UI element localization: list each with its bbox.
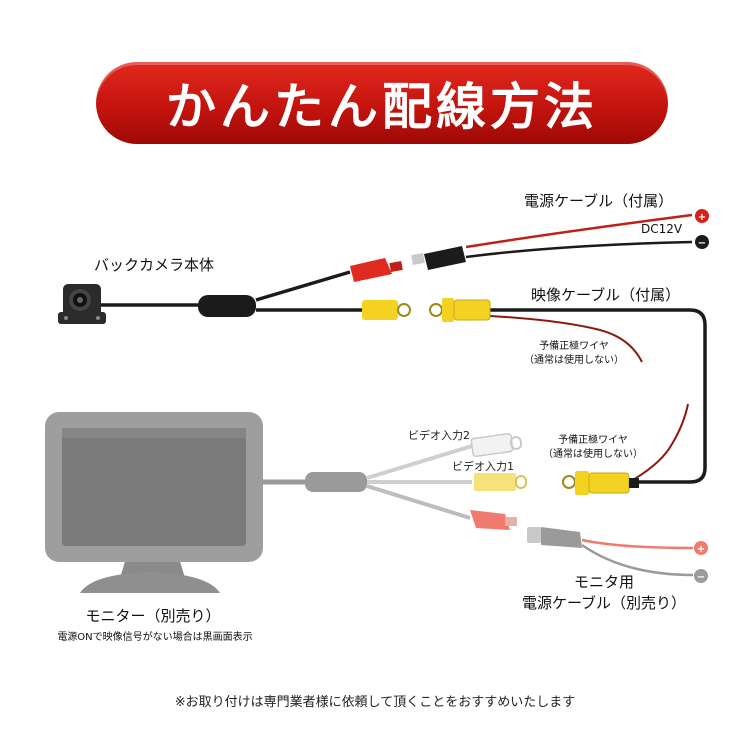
camera-label: バックカメラ本体 — [94, 256, 215, 274]
monitor-note: 電源ONで映像信号がない場合は黒画面表示 — [57, 632, 253, 643]
spare-wire-1-note: （通常は使用しない） — [524, 355, 624, 366]
page-title: かんたん配線方法 — [166, 78, 598, 136]
plus-terminal — [695, 209, 709, 223]
title-banner: かんたん配線方法 — [96, 62, 668, 144]
monitor — [45, 412, 263, 593]
camera-body — [58, 284, 106, 324]
camera-power-plug — [350, 258, 403, 282]
monitor-power-label-line1: モニタ用 — [573, 573, 634, 591]
power-cable-label: 電源ケーブル（付属） — [524, 192, 674, 210]
camera-video-plug — [362, 300, 411, 320]
video-in-1-label: ビデオ入力1 — [452, 460, 514, 473]
monitor-plus-terminal — [694, 541, 708, 555]
monitor-power-cable: + − — [527, 527, 708, 583]
monitor-plus-symbol: + — [697, 544, 705, 555]
plus-symbol: + — [698, 212, 706, 223]
spare-wire-1-label: 予備正極ワイヤ （通常は使用しない） — [508, 340, 640, 368]
spare-wire-2-title: 予備正極ワイヤ — [558, 435, 628, 446]
video-in-2-label: ビデオ入力2 — [408, 429, 470, 442]
spare-wire-2-label: 予備正極ワイヤ （通常は使用しない） — [527, 434, 659, 462]
power-cable: + − — [411, 209, 709, 270]
video-cable-label: 映像ケーブル（付属） — [531, 286, 681, 304]
monitor-power-plug — [470, 510, 517, 530]
monitor-power-label-line2: 電源ケーブル（別売り） — [521, 594, 687, 612]
footer-note: ※お取り付けは専門業者様に依頼して頂くことをおすすめいたします — [174, 695, 576, 710]
minus-symbol: − — [698, 238, 706, 249]
dc12v-label: DC12V — [641, 222, 683, 236]
monitor-minus-terminal — [694, 569, 708, 583]
video-cable — [429, 298, 707, 495]
monitor-harness — [262, 432, 527, 530]
camera-cable — [101, 270, 362, 317]
spare-wire-2-note: （通常は使用しない） — [543, 449, 643, 460]
minus-terminal — [695, 235, 709, 249]
video-in-2-connector — [470, 432, 523, 458]
video-in-1-connector — [474, 473, 527, 491]
monitor-power-label: モニタ用 電源ケーブル（別売り） — [504, 571, 704, 613]
spare-wire-1-title: 予備正極ワイヤ — [539, 341, 609, 352]
monitor-label: モニター（別売り） — [85, 607, 221, 625]
monitor-minus-symbol: − — [697, 572, 705, 583]
